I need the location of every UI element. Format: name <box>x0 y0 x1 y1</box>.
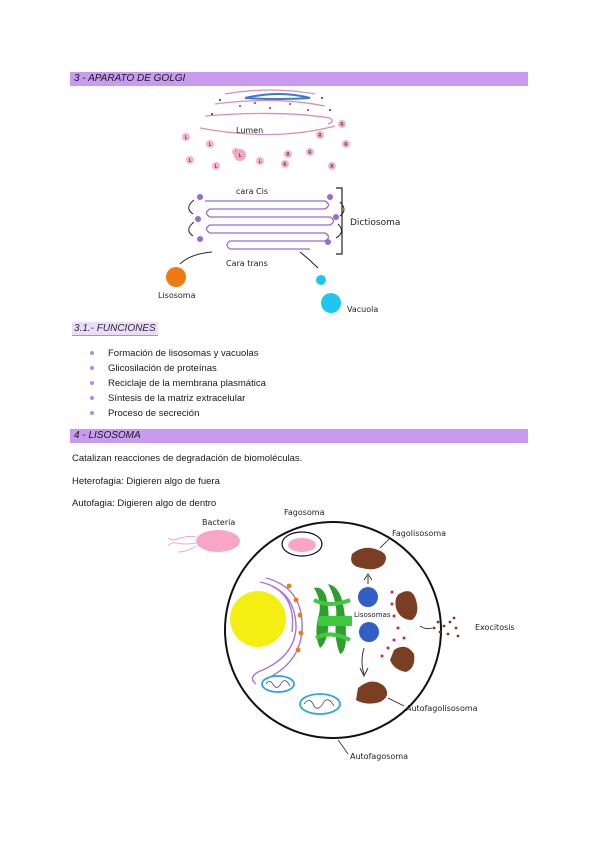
mitochondrion-1 <box>261 675 295 693</box>
lysosome-2 <box>359 622 379 642</box>
bacteria-label: Bacteria <box>202 518 235 527</box>
svg-text:L: L <box>259 159 262 165</box>
mitochondrion-2 <box>299 693 341 715</box>
golgi-lisosoma-label: Lisosoma <box>158 291 196 300</box>
dictiosoma-stack <box>205 200 335 250</box>
list-item: Glicosilación de proteínas <box>90 361 266 376</box>
list-item: Proceso de secreción <box>90 406 266 421</box>
red-dots <box>380 590 406 658</box>
cell-membrane <box>224 521 442 739</box>
svg-text:R: R <box>344 142 348 148</box>
svg-text:L: L <box>189 158 192 164</box>
bacteria-flagella <box>168 535 197 553</box>
svg-text:R: R <box>283 162 287 168</box>
golgi-blue-cisterna <box>244 93 311 100</box>
svg-text:L: L <box>185 135 188 141</box>
dictiosoma-bracket <box>336 187 343 255</box>
svg-text:R: R <box>340 122 344 128</box>
exocytosis-dots <box>432 616 460 638</box>
paragraph-autofagia: Autofagia: Digieren algo de dentro <box>72 498 217 509</box>
golgi-dictiosoma-label: Dictiosoma <box>350 218 400 228</box>
svg-text:R: R <box>286 152 290 158</box>
fagosoma <box>281 531 323 557</box>
lisosoma-orange <box>166 267 186 287</box>
section-heading-golgi: 3 - APARATO DE GOLGI <box>70 72 528 86</box>
svg-text:R: R <box>308 150 312 156</box>
bacteria <box>196 530 240 552</box>
golgi-upper-cisternae <box>199 89 336 136</box>
svg-text:R: R <box>318 133 322 139</box>
svg-text:L: L <box>239 153 242 159</box>
subheading-funciones: 3.1.- FUNCIONES <box>72 322 158 336</box>
paragraph-catalizan: Catalizan reacciones de degradación de b… <box>72 453 303 464</box>
fagolisosoma-label: Fagolisosoma <box>392 529 446 538</box>
fagolisosoma-right <box>395 591 418 620</box>
vacuola-cyan <box>321 293 341 313</box>
vesicles-purple <box>195 194 339 245</box>
list-item: Síntesis de la matriz extracelular <box>90 391 266 406</box>
autofagosoma-label: Autofagosoma <box>350 752 408 761</box>
endoplasmic-reticulum <box>251 577 303 685</box>
svg-text:L: L <box>209 142 212 148</box>
list-item: Reciclaje de la membrana plasmática <box>90 376 266 391</box>
autofagolisosoma-label: Autofagolisosoma <box>406 704 478 713</box>
lisosomas-label: Lisosomas <box>354 611 391 619</box>
lysosome-1 <box>358 587 378 607</box>
golgi-vacuola-label: Vacuola <box>347 305 378 314</box>
fagosoma-label: Fagosoma <box>284 508 325 517</box>
golgi-red-dots <box>239 102 309 111</box>
golgi-lumen-label: Lumen <box>236 126 263 135</box>
transport-arrows <box>179 199 345 269</box>
golgi-dark-dots <box>211 97 331 115</box>
section-heading-lisosoma: 4 - LISOSOMA <box>70 429 528 443</box>
enzyme-vesicles: L L L L L L L R R R R R R R <box>182 120 350 170</box>
paragraph-heterofagia: Heterofagia: Digieren algo de fuera <box>72 476 220 487</box>
fagolisosoma <box>351 547 386 570</box>
orange-vesicles <box>286 583 304 653</box>
list-item: Formación de lisosomas y vacuolas <box>90 346 266 361</box>
golgi-cara-cis-label: cara Cis <box>236 187 268 196</box>
golgi-cara-trans-label: Cara trans <box>226 259 268 268</box>
exocitosis-label: Exocitosis <box>475 623 515 632</box>
nucleus <box>230 591 286 647</box>
svg-text:R: R <box>330 164 334 170</box>
vesicle-cyan-small <box>316 275 326 285</box>
cell-diagram: Bacteria Fagosoma Fagolisosoma Lisosomas <box>168 508 515 761</box>
svg-text:L: L <box>215 164 218 170</box>
autofagolisosoma <box>356 681 388 704</box>
functions-list: Formación de lisosomas y vacuolas Glicos… <box>90 346 266 421</box>
golgi-diagram: Lumen L L L L L L L R R R R R R R cara C… <box>158 89 400 314</box>
